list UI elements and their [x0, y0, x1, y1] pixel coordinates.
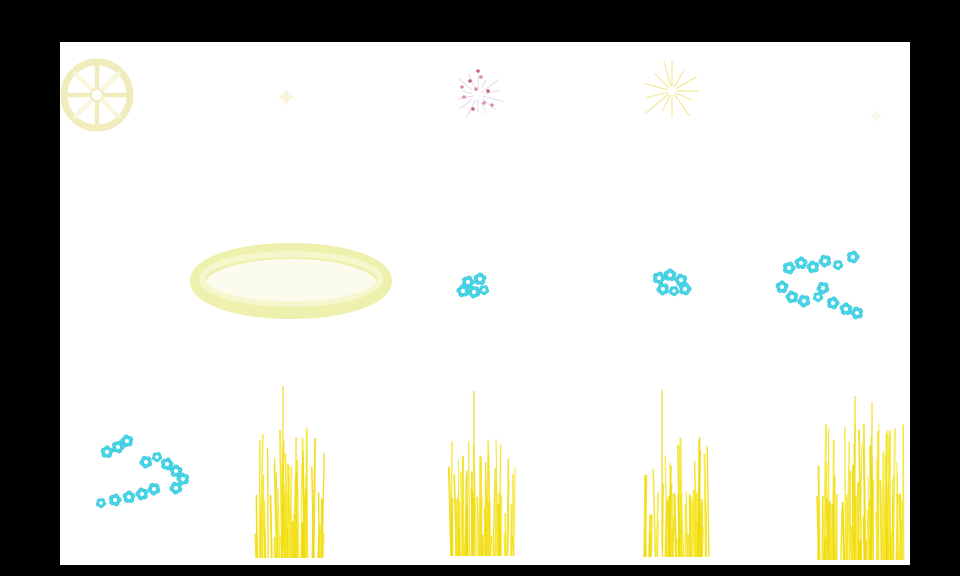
cyan-flower [679, 282, 692, 296]
cyan-flower [139, 455, 153, 469]
cyan-flower [783, 261, 796, 275]
cyan-flower [456, 284, 470, 298]
cyan-flower [850, 306, 864, 320]
cyan-flower [112, 440, 125, 454]
grass-tuft-2-sprite [447, 391, 516, 557]
cyan-flower [120, 434, 134, 448]
cyan-flower [832, 260, 844, 271]
cyan-flower [169, 464, 183, 477]
cyan-flower [656, 282, 670, 296]
halo-ring-sprite [190, 243, 392, 319]
cyan-flower [794, 256, 808, 270]
cyan-flower [95, 498, 107, 509]
cyan-flower [108, 493, 122, 507]
grass-tuft-4-sprite [816, 396, 905, 561]
cyan-flower [806, 260, 820, 274]
cyan-flower [161, 457, 174, 471]
snowflake-wheel-sprite [60, 58, 134, 132]
cyan-flower [847, 250, 860, 264]
cyan-flower [467, 285, 481, 299]
cyan-flower [169, 481, 183, 495]
flower-cluster-small-1-sprite [456, 272, 490, 299]
cyan-flower [663, 268, 677, 282]
cyan-flower [478, 285, 490, 296]
cyan-flower [818, 254, 832, 268]
cyan-flower [826, 296, 840, 310]
sun-ray-burst-sprite [644, 60, 699, 118]
cyan-flower [122, 490, 136, 503]
faint-sparkle-sprite [869, 109, 883, 123]
cyan-flower [473, 272, 487, 286]
flower-cluster-small-2-sprite [653, 268, 692, 297]
cyan-flower [100, 445, 114, 459]
cyan-flower [147, 482, 161, 496]
cyan-flower [668, 286, 680, 297]
cyan-flower [797, 294, 811, 308]
cyan-flower [839, 302, 853, 315]
cyan-flower [674, 273, 688, 287]
grass-tuft-3-sprite [643, 390, 710, 558]
sparkle-sprite [277, 88, 295, 106]
firework-burst-sprite [457, 69, 504, 119]
scene-background [60, 42, 910, 565]
cyan-flower [135, 487, 149, 501]
cyan-flower [785, 290, 799, 304]
grass-tuft-1-sprite [254, 386, 325, 559]
cyan-flower [151, 452, 163, 463]
cyan-flower [816, 281, 830, 295]
cyan-flower [176, 472, 190, 486]
flower-cluster-bottom-left-sprite [95, 434, 190, 509]
flower-cluster-large-right-sprite [775, 250, 864, 320]
cyan-flower [775, 280, 789, 293]
cyan-flower [653, 271, 666, 285]
